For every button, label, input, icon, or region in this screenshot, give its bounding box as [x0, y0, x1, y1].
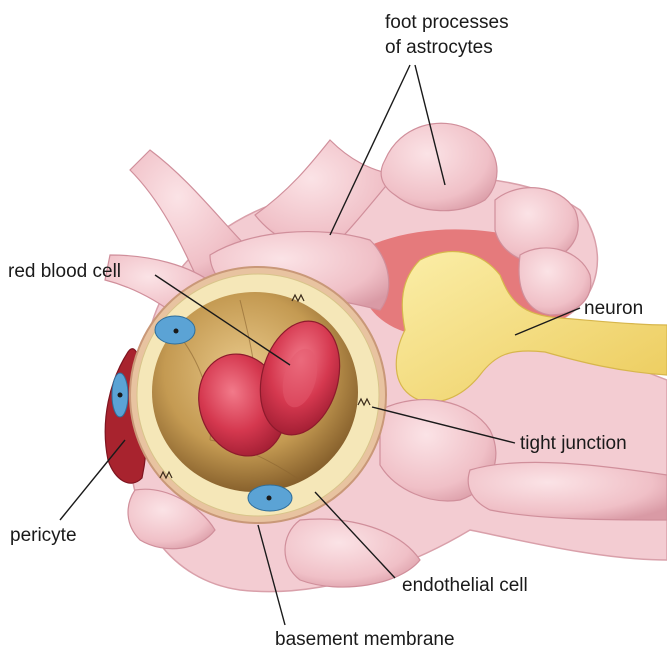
label-red-blood-cell: red blood cell: [8, 261, 121, 282]
label-basement-membrane: basement membrane: [275, 629, 455, 650]
label-foot-processes-line2: of astrocytes: [385, 37, 493, 58]
label-endothelial-cell: endothelial cell: [402, 575, 528, 596]
label-foot-processes-line1: foot processes: [385, 12, 509, 33]
label-tight-junction: tight junction: [520, 433, 627, 454]
label-pericyte: pericyte: [10, 525, 77, 546]
leader-pericyte: [60, 440, 125, 520]
label-neuron: neuron: [584, 298, 643, 319]
